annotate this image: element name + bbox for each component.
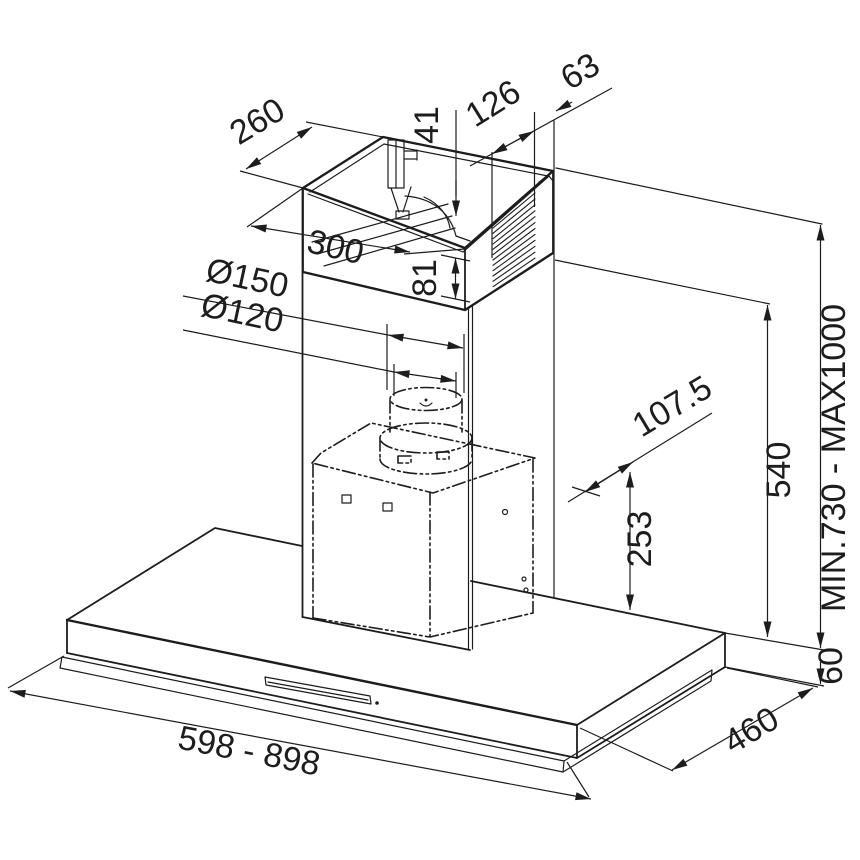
motor-housing-phantom: [311, 422, 536, 638]
mounting-bracket: [387, 139, 418, 220]
dimension-annotations: 260 300 41 126 63 81: [7, 46, 853, 801]
dim-label-63: 63: [554, 46, 606, 98]
duct-collar-phantom: [379, 386, 473, 475]
dim-label-253: 253: [621, 511, 659, 568]
dim-label-126: 126: [459, 73, 527, 135]
dim-duct-center-offset: 107.5: [567, 368, 719, 503]
dim-label-460: 460: [717, 700, 785, 762]
housing-details: [341, 494, 529, 593]
dim-label-41: 41: [408, 106, 446, 144]
dim-label-107-5: 107.5: [626, 368, 719, 444]
dim-label-260: 260: [223, 91, 291, 153]
vent-grille: [492, 192, 536, 293]
dim-label-540: 540: [760, 442, 798, 499]
wall-lines: [553, 120, 823, 599]
top-duct-housing: [301, 135, 555, 312]
dim-canopy-thickness: 60: [724, 647, 850, 687]
dim-hood-width-range: 598 - 898: [7, 655, 592, 801]
dim-label-width-range: 598 - 898: [175, 719, 323, 784]
wall-tab: [538, 175, 554, 183]
dim-outlet-offset: 41: [408, 106, 460, 216]
dim-mounting-height-range: MIN.730 - MAX1000: [724, 225, 853, 651]
dim-outlet-to-back: 126 63: [459, 46, 613, 258]
dim-top-box-depth: 260: [223, 91, 384, 189]
dim-top-box-height: 81: [406, 254, 471, 303]
control-dot: [375, 701, 379, 705]
dim-label-300: 300: [304, 222, 368, 272]
dim-label-min-max: MIN.730 - MAX1000: [815, 304, 853, 612]
blower-scroll: [404, 195, 471, 242]
dim-motor-box-height: 253: [621, 472, 659, 610]
bottom-rim: [59, 656, 713, 773]
chimney: [301, 187, 474, 651]
dim-label-60: 60: [812, 647, 850, 685]
dim-duct-diameter-small: Ø120: [182, 286, 457, 398]
dim-label-81: 81: [406, 259, 444, 297]
dim-chimney-height: 540: [554, 259, 798, 637]
